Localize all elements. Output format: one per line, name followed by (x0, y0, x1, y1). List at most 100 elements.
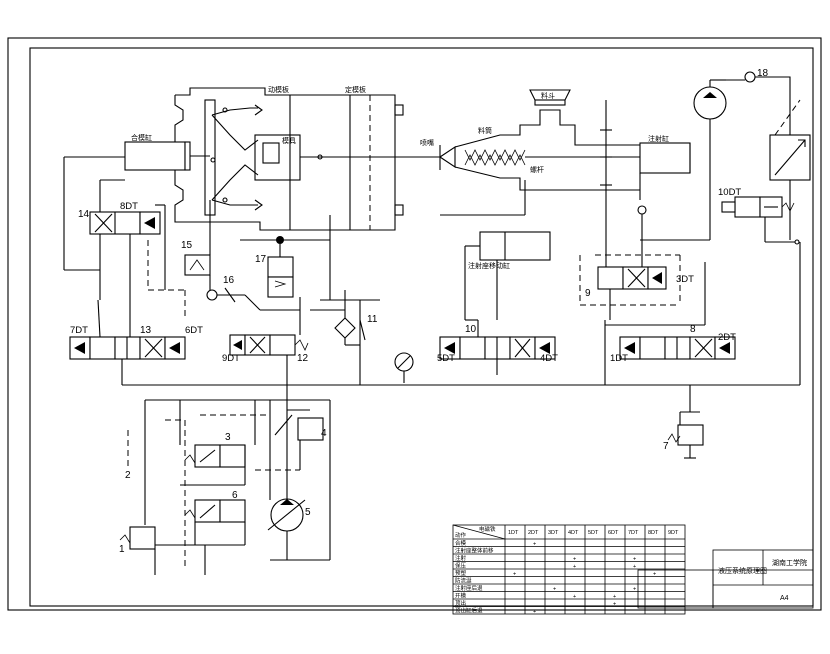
component-1: 1 (119, 526, 156, 555)
label-9: 9 (585, 288, 591, 299)
pump-5: 5 (267, 498, 311, 532)
label-mold: 模具 (282, 136, 296, 145)
injection-unit: 喷嘴 料筒 螺杆 料斗 注射缸 注射座移动缸 (420, 89, 691, 270)
label-1dt: 1DT (610, 353, 628, 364)
label-4: 4 (321, 428, 327, 439)
outer-frame (7, 37, 822, 611)
table-col-6dt: 6DT (608, 530, 619, 536)
valve-10: 10 5DT 4DT (437, 324, 558, 364)
table-col-1dt: 1DT (508, 530, 519, 536)
table-row-label: 顶出缸后退 (455, 607, 483, 615)
check-valve-16: 16 (206, 275, 245, 303)
sheet-size: A4 (780, 595, 789, 602)
label-8dt: 8DT (120, 201, 138, 212)
table-cell-mark: + (613, 594, 616, 600)
inner-frame (29, 47, 814, 607)
label-6dt: 6DT (185, 325, 203, 336)
table-col-4dt: 4DT (568, 530, 579, 536)
label-moving-platen: 动模板 (268, 85, 289, 94)
label-7dt: 7DT (70, 325, 88, 336)
table-cell-mark: + (613, 602, 616, 608)
table-cell-mark: + (633, 564, 636, 570)
table-cell-mark: + (573, 594, 576, 600)
table-cell-mark: + (533, 542, 536, 548)
label-9dt: 9DT (222, 353, 240, 364)
mold-clamp-unit: 动模板 定模板 模具 合模缸 (124, 85, 440, 231)
table-cell-mark: + (513, 572, 516, 578)
label-5: 5 (305, 507, 311, 518)
accumulator-17: 17 (255, 236, 294, 298)
label-1: 1 (119, 544, 125, 555)
table-col-2dt: 2DT (528, 530, 539, 536)
table-col-3dt: 3DT (548, 530, 559, 536)
label-15: 15 (181, 240, 193, 251)
school-name: 湖南工学院 (772, 558, 807, 567)
label-12: 12 (297, 353, 309, 364)
label-6: 6 (232, 490, 238, 501)
label-13: 13 (140, 325, 152, 336)
table-cell-mark: + (633, 557, 636, 563)
relief-valve-7: 7 (663, 424, 704, 459)
table-row-label: 防流涎 (455, 577, 472, 585)
valve-3: 3 (184, 432, 246, 468)
table-row-label: 顶出 (455, 599, 466, 607)
drawing-title: 液压系统原理图 (718, 566, 767, 575)
label-barrel: 料筒 (478, 126, 492, 135)
label-8: 8 (690, 324, 696, 335)
table-row-label: 合模 (455, 539, 467, 547)
valve-14: 14 8DT (78, 201, 161, 235)
pressure-switch-15: 15 (181, 240, 211, 276)
valve-4: 4 (274, 414, 327, 441)
table-corner-header: 电磁铁 (479, 525, 496, 533)
motor-circuit: 10DT 18 (693, 68, 811, 245)
table-row-label: 开模 (455, 592, 467, 600)
label-10: 10 (465, 324, 477, 335)
table-col-8dt: 8DT (648, 530, 659, 536)
label-10dt: 10DT (718, 187, 741, 198)
label-nozzle: 喷嘴 (420, 138, 434, 147)
table-cell-mark: + (633, 587, 636, 593)
table-cell-mark: + (573, 557, 576, 563)
label-7: 7 (663, 441, 669, 452)
label-carriage-cylinder: 注射座移动缸 (468, 261, 510, 270)
table-row-label: 注射座整体前移 (455, 547, 494, 555)
label-16: 16 (223, 275, 235, 286)
label-14: 14 (78, 209, 90, 220)
pressure-gauge (394, 352, 414, 383)
table-row-label: 保压 (455, 562, 467, 570)
table-row-label: 注射座后退 (455, 584, 483, 592)
table-cell-mark: + (653, 572, 656, 578)
title-block: 液压系统原理图 湖南工学院 A4 (637, 549, 814, 609)
label-3dt: 3DT (676, 274, 694, 285)
label-hopper: 料斗 (541, 91, 555, 100)
label-18: 18 (757, 68, 769, 79)
label-inject-cylinder: 注射缸 (648, 134, 669, 143)
label-fixed-platen: 定模板 (345, 85, 366, 94)
label-mold-cylinder: 合模缸 (131, 133, 152, 142)
valve-6: 6 (184, 490, 246, 523)
valve-13: 7DT 13 6DT (69, 325, 203, 360)
label-screw: 螺杆 (530, 165, 544, 174)
label-2dt: 2DT (718, 332, 736, 343)
table-row-label: 注射 (455, 554, 467, 562)
valve-11: 11 (334, 314, 378, 341)
label-3: 3 (225, 432, 231, 443)
table-cell-mark: + (553, 587, 556, 593)
table-col-9dt: 9DT (668, 530, 679, 536)
label-2: 2 (125, 470, 131, 481)
valve-12: 9DT 12 (222, 334, 309, 364)
valve-9: 9 3DT (585, 266, 694, 299)
piping (63, 99, 801, 575)
table-row-label: 预塑 (455, 569, 467, 577)
valve-8: 8 1DT 2DT (610, 324, 736, 364)
label-17: 17 (255, 254, 267, 265)
table-col-5dt: 5DT (588, 530, 599, 536)
label-5dt: 5DT (437, 353, 455, 364)
table-cell-mark: + (533, 609, 536, 615)
table-col-7dt: 7DT (628, 530, 639, 536)
table-row-header: 动作 (455, 531, 467, 539)
label-4dt: 4DT (540, 353, 558, 364)
label-11: 11 (367, 314, 378, 325)
table-cell-mark: + (573, 564, 576, 570)
